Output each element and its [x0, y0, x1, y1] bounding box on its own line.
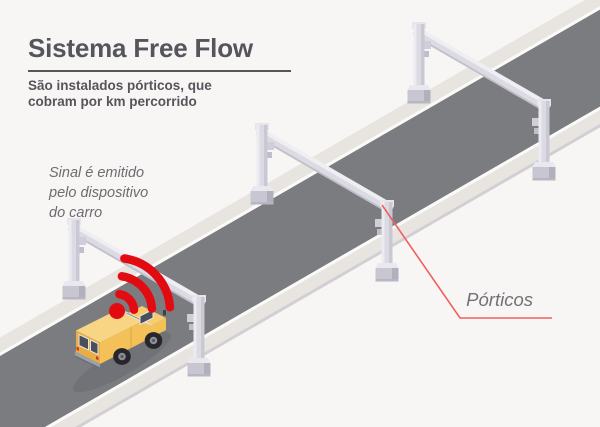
- van-front-wheel: [144, 332, 163, 349]
- annotation-line-1: Sinal é emitido: [49, 165, 145, 181]
- subtitle-line-2: cobram por km percorrido: [28, 93, 197, 109]
- van-rear-wheel: [113, 348, 131, 365]
- title-divider: [28, 70, 291, 72]
- subtitle-line-1: São instalados pórticos, que: [28, 78, 212, 93]
- wifi-signal-icon: [109, 254, 175, 319]
- gantry-callout-label: Pórticos: [466, 289, 533, 310]
- signal-annotation: Sinal é emitido pelo dispositivo do carro: [49, 163, 148, 223]
- callout-line: [381, 204, 552, 319]
- page-title: Sistema Free Flow: [28, 33, 253, 63]
- van-mirror: [163, 310, 166, 316]
- annotation-line-2: pelo dispositivo: [49, 185, 149, 201]
- annotation-line-3: do carro: [49, 205, 103, 221]
- van: [73, 306, 171, 393]
